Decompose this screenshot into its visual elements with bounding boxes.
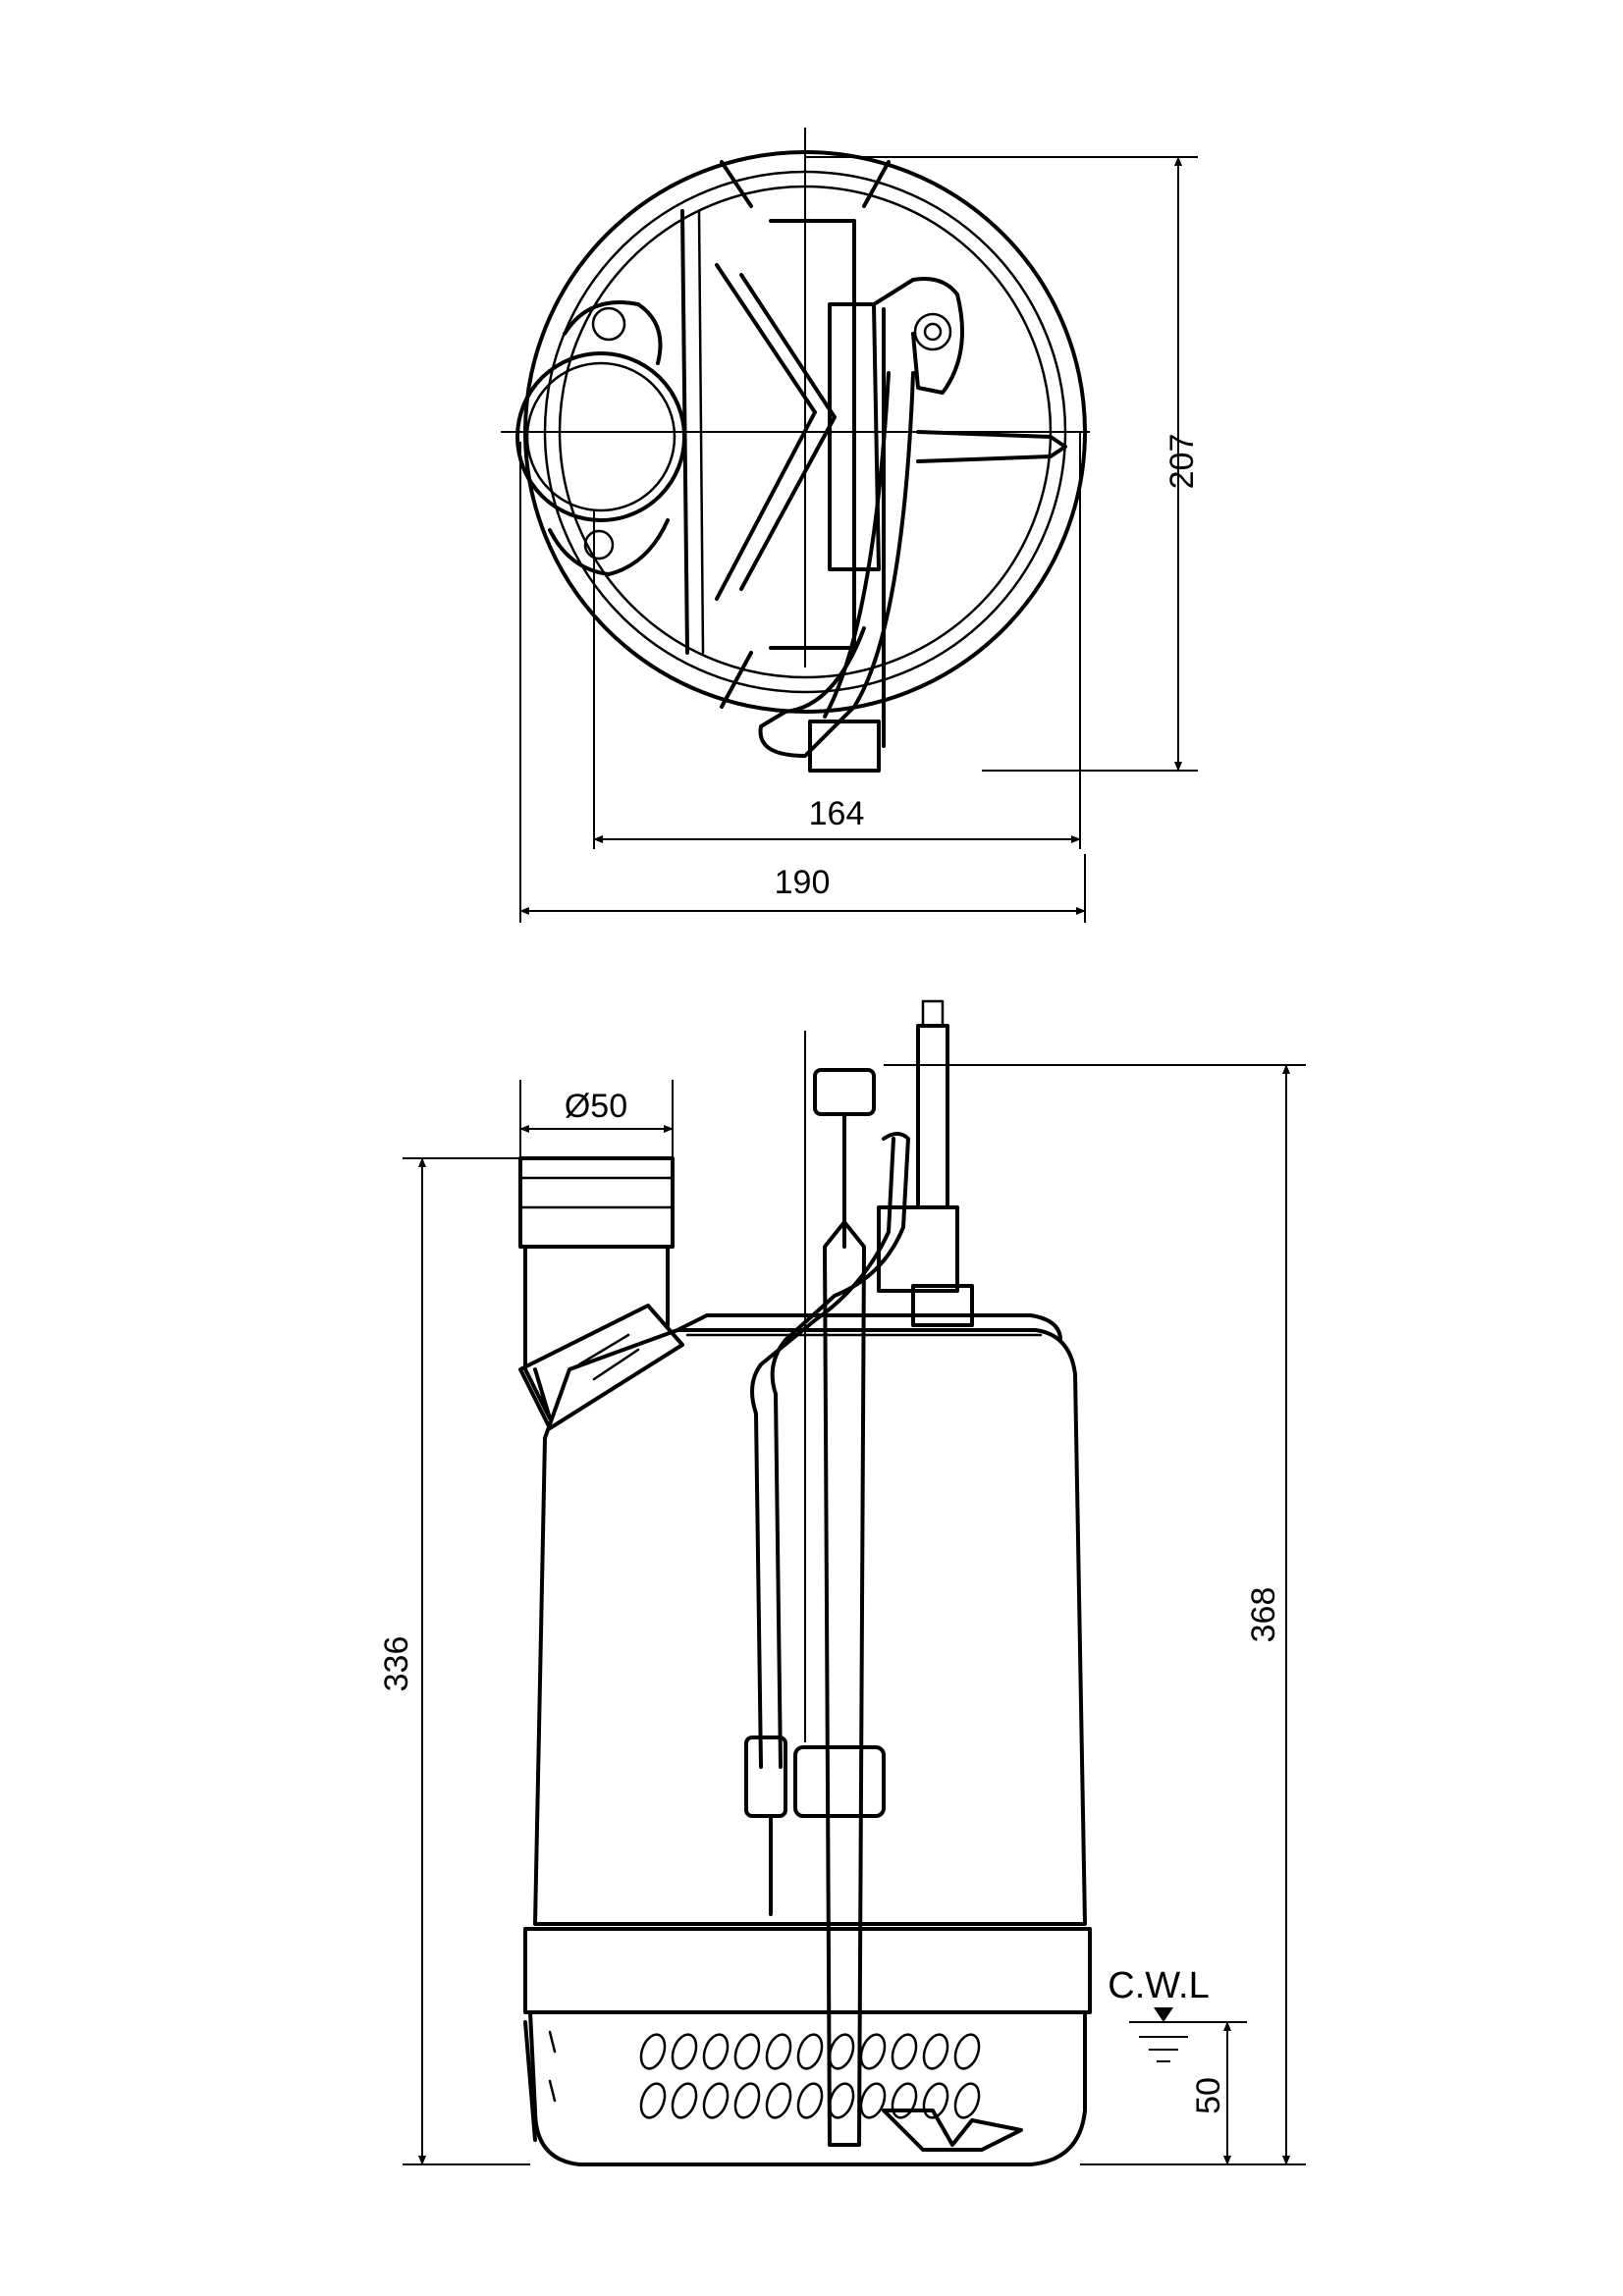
dim-inner-width: 164	[809, 795, 865, 832]
pump-base-band	[523, 1927, 1092, 2014]
strainer-slot	[953, 2082, 981, 2119]
cwl-label: C.W.L	[1108, 1965, 1209, 2006]
pump-body	[533, 1328, 1087, 1926]
top-view: 207 164 190	[501, 128, 1201, 923]
strainer-slot	[671, 2033, 698, 2070]
impeller-star	[715, 160, 891, 709]
strainer-slot	[702, 2082, 730, 2119]
strainer	[523, 2010, 1087, 2166]
dim-outlet-diameter: Ø50	[565, 1088, 627, 1125]
dim-height-top: 207	[1163, 434, 1201, 490]
strainer-slot	[922, 2033, 949, 2070]
strainer-slot	[796, 2082, 824, 2119]
outlet-pipe-side	[518, 1156, 684, 1430]
dim-body-height: 336	[378, 1636, 415, 1692]
float-switch	[744, 1068, 910, 2147]
strainer-slot	[733, 2082, 761, 2119]
dim-outer-width: 190	[775, 864, 831, 901]
strainer-slot	[922, 2082, 949, 2119]
strainer-slot	[828, 2033, 855, 2070]
strainer-slot	[891, 2082, 918, 2119]
strainer-slot	[859, 2082, 887, 2119]
strainer-slot	[702, 2033, 730, 2070]
strainer-slot	[639, 2033, 667, 2070]
strainer-slot	[765, 2033, 792, 2070]
strainer-slot	[796, 2033, 824, 2070]
pump-outer-rim	[523, 150, 1087, 714]
strainer-slot	[953, 2033, 981, 2070]
strainer-slot	[733, 2033, 761, 2070]
cwl-marker: C.W.L	[1108, 1965, 1247, 2062]
strainer-slot	[765, 2082, 792, 2119]
cable-entry-knob	[872, 277, 1067, 463]
dim-cwl-height: 50	[1190, 2077, 1227, 2114]
strainer-slot	[891, 2033, 918, 2070]
strainer-slot	[859, 2033, 887, 2070]
float-cable-top	[758, 302, 915, 773]
dim-total-height: 368	[1245, 1587, 1282, 1643]
side-view: Ø50 336 368 C.W.L 50	[378, 999, 1306, 2166]
strainer-slot	[671, 2082, 698, 2119]
strainer-slot	[639, 2082, 667, 2119]
strainer-slot	[828, 2082, 855, 2119]
